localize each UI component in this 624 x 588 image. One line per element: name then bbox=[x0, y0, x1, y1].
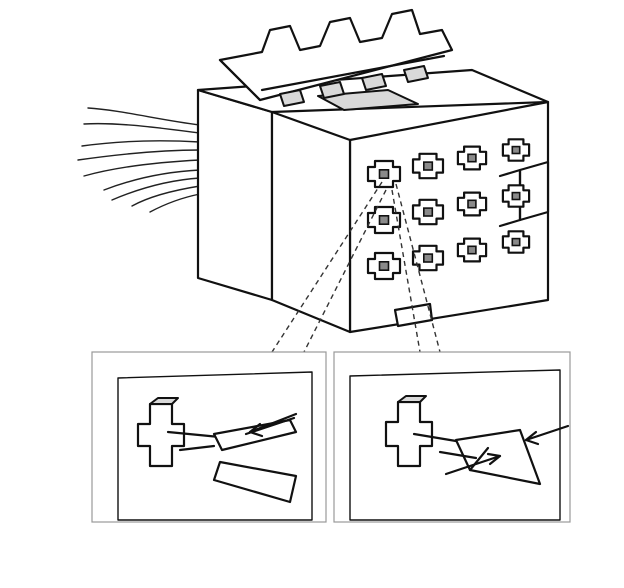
callout-leaders bbox=[271, 181, 441, 353]
terminal-contact bbox=[511, 145, 521, 155]
terminal-contact bbox=[422, 161, 434, 171]
detail-inset-right bbox=[333, 351, 571, 523]
terminal-grid bbox=[366, 138, 531, 281]
terminal-contact bbox=[467, 153, 477, 163]
terminal-contact bbox=[511, 191, 521, 201]
terminal-contact bbox=[511, 237, 521, 247]
locking-comb bbox=[218, 8, 454, 107]
terminal-contact bbox=[378, 169, 390, 180]
terminal-contact bbox=[378, 260, 390, 271]
terminal-contact bbox=[422, 207, 434, 217]
terminal-contact bbox=[467, 245, 477, 255]
wire-bundle bbox=[77, 107, 201, 213]
connector-block bbox=[196, 68, 550, 334]
terminal-contact bbox=[378, 215, 390, 226]
terminal-contact bbox=[467, 199, 477, 209]
terminal-contact bbox=[422, 253, 434, 263]
detail-inset-left bbox=[91, 351, 327, 523]
